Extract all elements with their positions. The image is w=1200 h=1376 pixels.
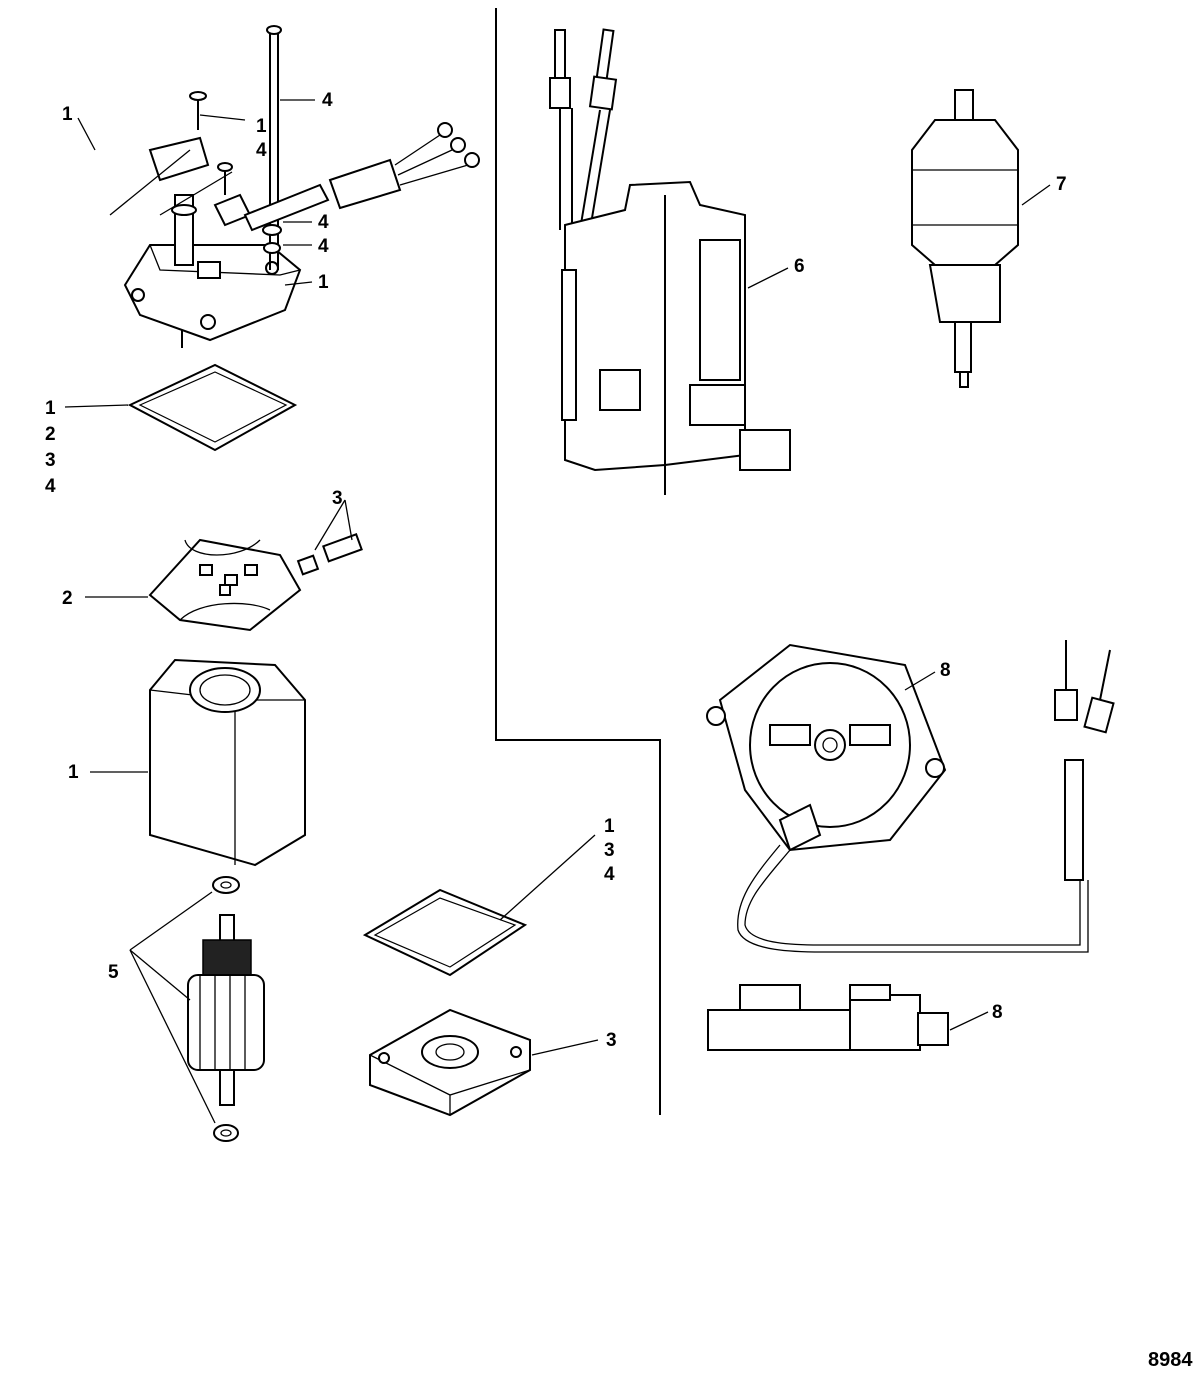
callout-1: 1 — [62, 104, 73, 125]
callout-7: 7 — [1056, 174, 1067, 195]
callout-4: 4 — [604, 864, 615, 885]
callout-4: 4 — [318, 236, 329, 257]
motor-assembly — [549, 28, 791, 495]
armature — [129, 876, 265, 1142]
callout-8: 8 — [992, 1002, 1003, 1023]
callout-2: 2 — [45, 424, 56, 445]
callout-1: 1 — [318, 272, 329, 293]
motor-frame — [90, 658, 306, 867]
callout-3: 3 — [332, 488, 343, 509]
callout-5: 5 — [108, 962, 119, 983]
lower-end-cap — [369, 1008, 599, 1117]
callout-6: 6 — [794, 256, 805, 277]
o-ring-lower — [362, 834, 596, 977]
section-divider — [495, 8, 661, 1115]
callout-1: 1 — [256, 116, 267, 137]
callout-3: 3 — [606, 1030, 617, 1051]
callout-4: 4 — [45, 476, 56, 497]
armature-7 — [911, 89, 1051, 388]
callout-8: 8 — [940, 660, 951, 681]
callout-1: 1 — [45, 398, 56, 419]
callout-3: 3 — [45, 450, 56, 471]
figure-number: 8984 — [1148, 1349, 1193, 1371]
callout-2: 2 — [62, 588, 73, 609]
callout-4: 4 — [256, 140, 267, 161]
o-ring-upper — [64, 363, 298, 452]
callout-1: 1 — [604, 816, 615, 837]
callout-4: 4 — [322, 90, 333, 111]
end-cap-assembly — [57, 25, 480, 348]
callout-4: 4 — [318, 212, 329, 233]
callout-3: 3 — [604, 840, 615, 861]
brush-plate — [85, 499, 363, 632]
brush-holder-8 — [707, 984, 989, 1051]
end-cap-8 — [706, 640, 1115, 953]
callout-1: 1 — [68, 762, 79, 783]
